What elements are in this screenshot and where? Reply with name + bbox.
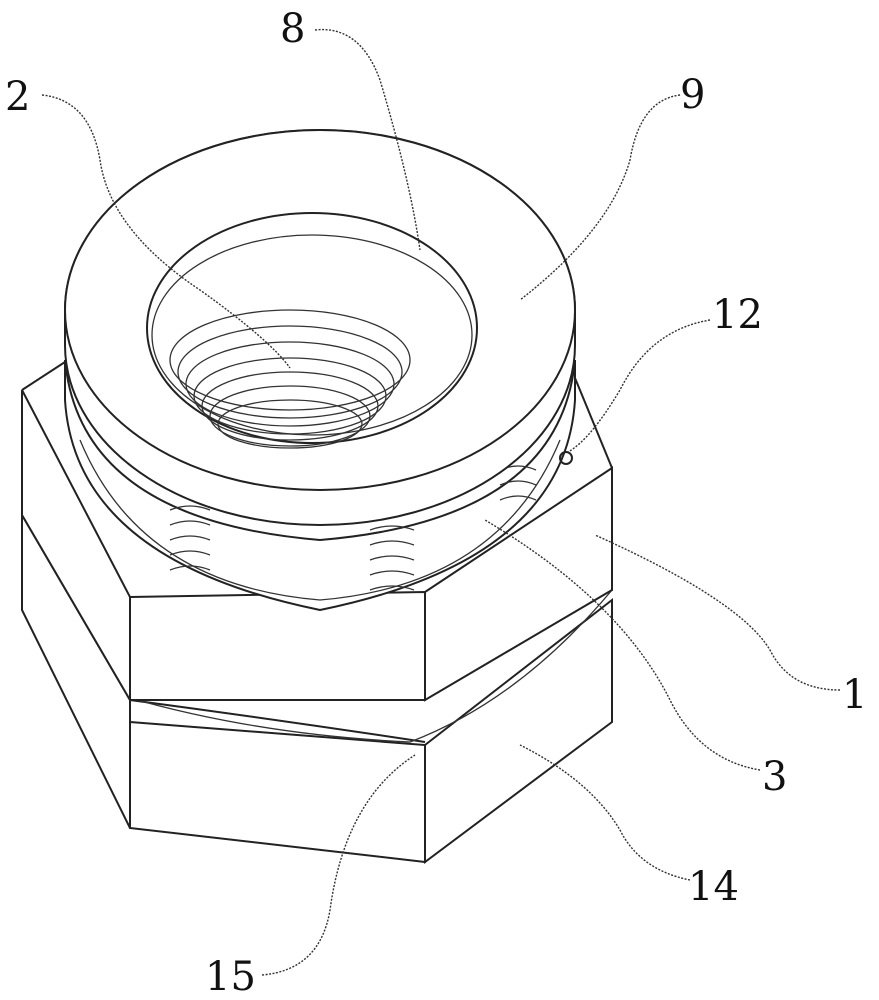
spring-icon <box>369 525 415 591</box>
upper-nut <box>21 361 613 704</box>
label-2: 2 <box>5 74 30 120</box>
label-9: 9 <box>680 72 705 118</box>
label-1: 1 <box>842 672 867 718</box>
label-8: 8 <box>280 6 305 52</box>
label-15: 15 <box>205 954 256 1000</box>
spring-icon <box>169 505 211 571</box>
lower-nut <box>21 511 613 864</box>
label-12: 12 <box>712 292 763 338</box>
label-14: 14 <box>688 864 739 910</box>
label-3: 3 <box>762 754 787 800</box>
internal-thread <box>169 309 411 449</box>
leader-lines <box>41 28 841 976</box>
gasket <box>129 589 613 743</box>
ball <box>559 451 573 465</box>
